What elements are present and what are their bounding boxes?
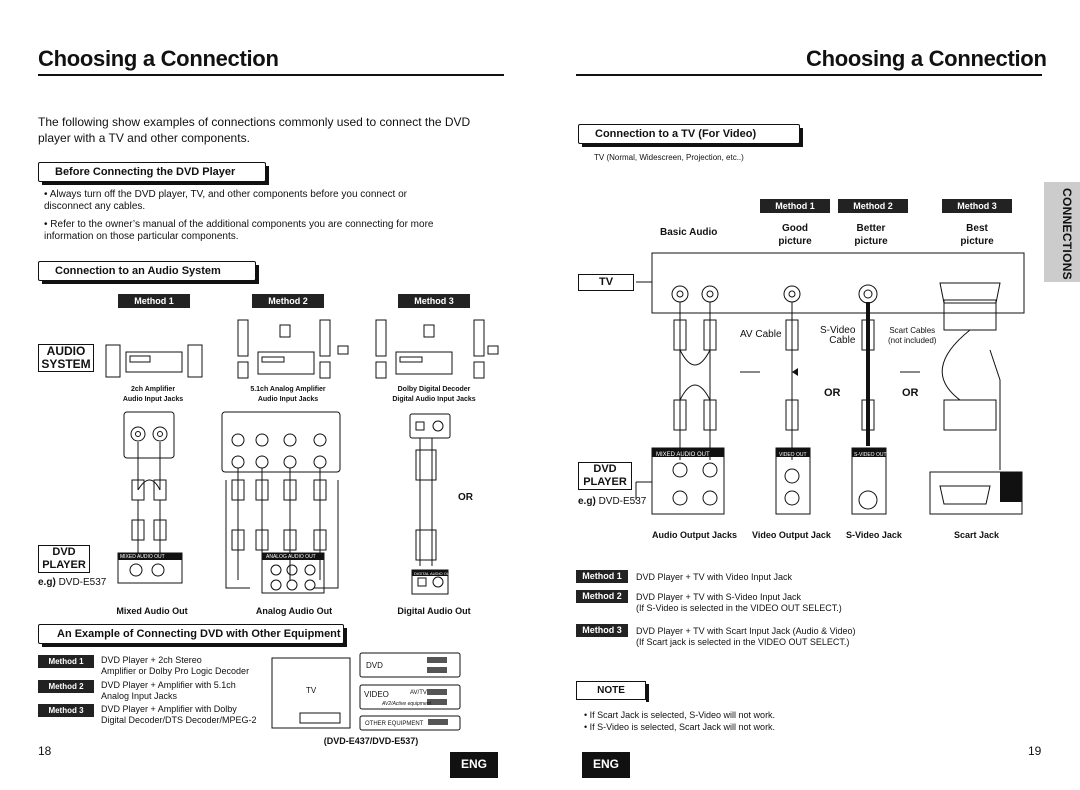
diagram-tv: TV [306, 686, 317, 695]
left-method-1: Method 1 [118, 294, 190, 308]
left-page-number: 18 [38, 744, 52, 758]
left-page-title: Choosing a Connection [38, 46, 279, 71]
right-method-1: Method 1 [760, 199, 830, 213]
diagram-av2: AV2/Active equipment [382, 701, 431, 707]
diagram-video: VIDEO [364, 690, 389, 699]
example-method-3: Method 3 [38, 704, 94, 717]
jack-svideo: S-Video Jack [846, 530, 902, 540]
connections-side-tab: CONNECTIONS [1044, 182, 1080, 282]
before-connecting-heading: Before Connecting the DVD Player [38, 162, 269, 185]
left-lang-tab: ENG [450, 752, 498, 778]
example-method-2: Method 2 [38, 680, 94, 693]
right-model: e.g) DVD-E537 [578, 496, 647, 507]
out-label-analog: Analog Audio Out [255, 606, 333, 616]
right-method-2: Method 2 [838, 199, 908, 213]
note-text-3: DVD Player + TV with Scart Input Jack (A… [636, 626, 856, 647]
jack-audio: Audio Output Jacks [652, 530, 738, 540]
out-label-mixed: Mixed Audio Out [116, 606, 188, 616]
analog-out-panel-label: ANALOG AUDIO OUT [266, 554, 316, 560]
note-text-2: DVD Player + TV with S-Video Input Jack(… [636, 592, 842, 613]
model-caption: (DVD-E437/DVD-E537) [323, 736, 419, 746]
left-title-rule [38, 74, 504, 76]
note-method-1: Method 1 [576, 570, 628, 583]
right-page-title: Choosing a Connection [806, 46, 1047, 71]
scart-cables-label: Scart Cables(not included) [888, 326, 937, 345]
bullet-2: • Refer to the owner’s manual of the add… [44, 219, 434, 242]
tv-label: TV [578, 274, 634, 291]
left-intro: The following show examples of connectio… [38, 115, 471, 145]
note-method-2: Method 2 [576, 590, 628, 603]
note-label: NOTE [576, 681, 646, 700]
diagram-dvd: DVD [366, 661, 383, 670]
note-method-3: Method 3 [576, 624, 628, 637]
note-text-1: DVD Player + TV with Video Input Jack [636, 572, 792, 582]
audio-system-heading: Connection to an Audio System [38, 261, 259, 284]
left-or-label: OR [458, 492, 473, 503]
diagram-other: OTHER EQUIPMENT [365, 721, 424, 727]
left-method-3: Method 3 [398, 294, 470, 308]
right-lang-tab: ENG [582, 752, 630, 778]
note-bullet-2: • If S-Video is selected, Scart Jack wil… [584, 722, 776, 732]
svideo-out-label: S-VIDEO OUT [854, 452, 887, 458]
note-label-shadow [646, 684, 649, 702]
tv-connection-heading: Connection to a TV (For Video) [578, 124, 803, 147]
left-model: e.g) DVD-E537 [38, 577, 107, 588]
right-page-number: 19 [1028, 744, 1042, 758]
digital-out-panel-label: DIGITAL AUDIO OUT [414, 571, 453, 576]
note-bullet-1: • If Scart Jack is selected, S-Video wil… [584, 710, 776, 720]
right-method-3: Method 3 [942, 199, 1012, 213]
tv-sub: TV (Normal, Widescreen, Projection, etc.… [594, 153, 744, 162]
mixed-out-panel-label: MIXED AUDIO OUT [120, 554, 165, 560]
basic-audio: Basic Audio [660, 227, 718, 238]
left-method-2: Method 2 [252, 294, 324, 308]
out-label-digital: Digital Audio Out [397, 606, 471, 616]
right-or-2: OR [902, 387, 919, 399]
example-method-1: Method 1 [38, 655, 94, 668]
diagram-avtv: AV/TV [410, 690, 427, 696]
right-title-rule [576, 74, 1042, 76]
bullet-1: • Always turn off the DVD player, TV, an… [44, 189, 407, 212]
av-cable-label: AV Cable [740, 329, 782, 340]
jack-video: Video Output Jack [752, 530, 831, 540]
mixed-audio-out-label: MIXED AUDIO OUT [656, 452, 710, 458]
video-out-label: VIDEO OUT [779, 452, 807, 458]
jack-scart: Scart Jack [954, 530, 1000, 540]
right-or-1: OR [824, 387, 841, 399]
example-heading: An Example of Connecting DVD with Other … [38, 624, 347, 647]
